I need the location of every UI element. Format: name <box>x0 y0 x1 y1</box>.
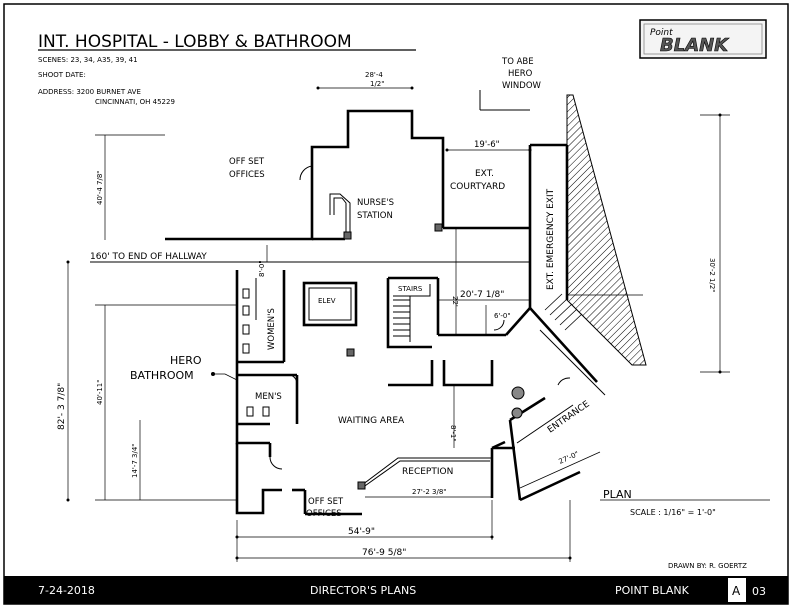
offices-top-label-1: OFF SET <box>229 157 265 167</box>
toilet-fixtures <box>242 278 270 417</box>
entrance-label: ENTRANCE <box>546 399 592 435</box>
abe-label-1: TO ABE <box>501 57 534 67</box>
nurses-label-2: STATION <box>357 211 393 221</box>
hallway-label: 160' TO END OF HALLWAY <box>90 252 207 262</box>
dimension-lines <box>67 87 770 562</box>
sheet-letter-box <box>728 578 746 602</box>
plan-label: PLAN <box>603 488 632 501</box>
drawing-title: INT. HOSPITAL - LOBBY & BATHROOM <box>38 32 352 52</box>
footer-center: DIRECTOR'S PLANS <box>310 584 416 597</box>
svg-text:BLANK: BLANK <box>660 35 730 56</box>
drawn-by-label: DRAWN BY: R. GOERTZ <box>668 562 747 570</box>
footer-date: 7-24-2018 <box>38 584 95 597</box>
courtyard-label-1: EXT. <box>475 169 494 179</box>
svg-text:Point: Point <box>650 28 673 38</box>
dim-bottom-2: 76'-9 5/8" <box>362 548 406 558</box>
mens-label: MEN'S <box>255 392 282 402</box>
dim-entrance-diag: 27'-0" <box>558 450 580 466</box>
reception-label: RECEPTION <box>402 467 453 477</box>
elevator-label: ELEV <box>318 297 336 305</box>
columns <box>343 223 443 490</box>
dim-left-total: 82'- 3 7/8" <box>57 383 67 430</box>
dim-bottom-1: 54'-9" <box>348 527 375 537</box>
footer-bar <box>4 576 788 604</box>
courtyard-label-2: COURTYARD <box>450 182 505 192</box>
dim-top-2: 1/2" <box>370 80 385 88</box>
footer-sheet-number: 03 <box>752 585 766 598</box>
dim-stairs-width: 20'-7 1/8" <box>460 290 504 300</box>
footer-company: POINT BLANK <box>615 584 690 597</box>
abe-label-3: WINDOW <box>502 81 542 91</box>
dim-top-1: 28'-4 <box>365 71 383 79</box>
scenes-line: SCENES: 23, 34, A35, 39, 41 <box>38 56 138 64</box>
dim-left-upper: 40'-4 7/8" <box>96 170 104 205</box>
dim-right-side: 30'-2 1/2" <box>708 258 716 293</box>
exterior-wall-hatch <box>566 94 647 366</box>
dim-left-small: 14'-7 3/4" <box>131 443 139 478</box>
planters <box>511 386 525 419</box>
waiting-area-label: WAITING AREA <box>338 416 405 426</box>
scale-label: SCALE : 1/16" = 1'-0" <box>630 508 716 517</box>
shoot-date-line: SHOOT DATE: <box>38 71 86 79</box>
entrance-steps <box>544 293 583 331</box>
dim-courtyard: 19'-6" <box>474 140 500 150</box>
nurses-label-1: NURSE'S <box>357 198 394 208</box>
offices-top-label-2: OFFICES <box>229 170 265 180</box>
hero-label-2: BATHROOM <box>130 369 194 382</box>
hero-bathroom-leader <box>213 373 238 381</box>
point-blank-logo: Point BLANK <box>639 19 767 59</box>
womens-label: WOMEN'S <box>267 308 277 350</box>
interior-details <box>269 165 606 489</box>
address-line-1: ADDRESS: 3200 BURNET AVE <box>38 88 141 96</box>
dim-left-lower: 40'-11" <box>96 380 104 405</box>
dim-hall-8: 8'-0" <box>258 260 266 277</box>
hero-label-1: HERO <box>170 354 202 367</box>
footer-sheet-letter: A <box>732 584 741 598</box>
offices-bottom-label-1: OFF SET <box>308 497 344 507</box>
stairs-label: STAIRS <box>398 285 423 293</box>
emergency-exit-label: EXT. EMERGENCY EXIT <box>546 188 556 290</box>
dim-stair-22: 22' <box>451 296 459 307</box>
dim-reception-width: 27'-2 3/8" <box>412 488 447 496</box>
dim-waiting-8: 8'-1" <box>449 425 457 442</box>
address-line-2: CINCINNATI, OH 45229 <box>95 98 175 106</box>
dim-six: 6'-0" <box>494 312 511 320</box>
abe-label-2: HERO <box>508 69 533 79</box>
offices-bottom-label-2: OFFICES <box>306 509 342 519</box>
